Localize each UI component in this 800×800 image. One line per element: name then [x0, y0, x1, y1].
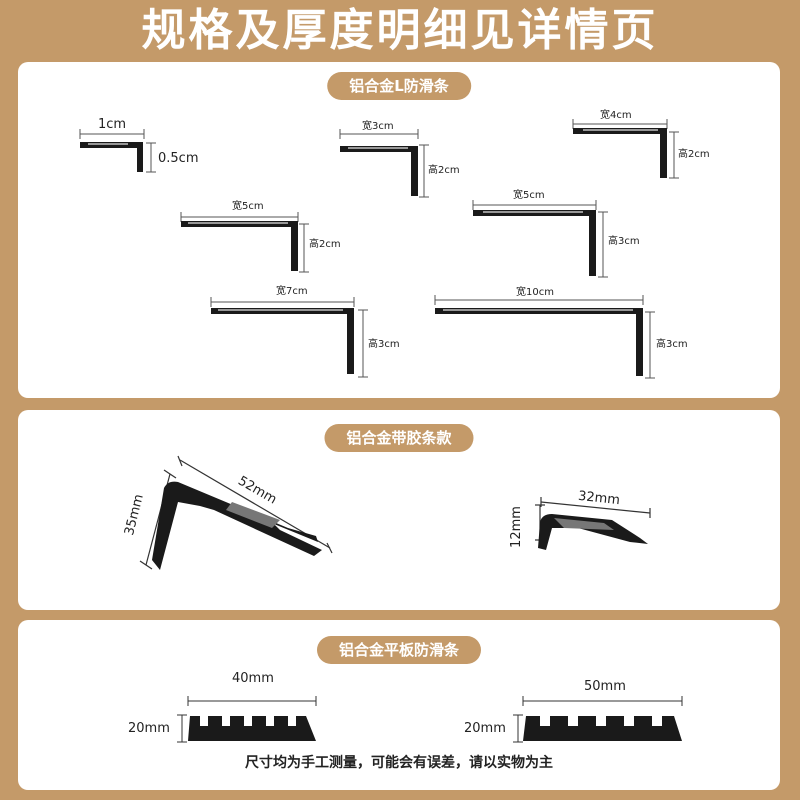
l5-width-label: 宽5cm	[513, 190, 545, 201]
rubber-strip-panel: 铝合金带胶条款 52mm 35mm 32mm 12mm	[18, 410, 780, 610]
l5-height-label: 高3cm	[608, 236, 640, 247]
l7-height-label: 高3cm	[656, 339, 688, 350]
l-strip-panel: 铝合金L防滑条	[18, 62, 780, 398]
l-strip-section-label: 铝合金L防滑条	[327, 72, 471, 100]
l7-width-label: 宽10cm	[516, 287, 554, 298]
l4-height-label: 高2cm	[309, 239, 341, 250]
rubber-strip-drawings	[139, 455, 651, 570]
l6-width-label: 宽7cm	[276, 286, 308, 297]
l-strip-drawings	[79, 119, 679, 379]
flat-strip-section-label: 铝合金平板防滑条	[316, 636, 482, 664]
l3-height-label: 高2cm	[678, 149, 710, 160]
flat-strip-drawings	[177, 696, 683, 743]
flat-profiles	[188, 716, 682, 741]
l3-width-label: 宽4cm	[600, 110, 632, 121]
rubber-profiles	[152, 481, 648, 570]
l-profiles	[80, 128, 667, 376]
measurement-note: 尺寸均为手工测量，可能会有误差，请以实物为主	[245, 755, 553, 771]
page-title: 规格及厚度明细见详情页	[141, 5, 659, 56]
f2-height-label: 20mm	[464, 721, 506, 736]
l2-width-label: 宽3cm	[362, 121, 394, 132]
rubber-strip-section-label: 铝合金带胶条款	[324, 424, 474, 452]
f1-height-label: 20mm	[128, 721, 170, 736]
l6-height-label: 高3cm	[368, 339, 400, 350]
l1-height-label: 0.5cm	[158, 151, 199, 166]
f1-width-label: 40mm	[232, 671, 274, 686]
l4-width-label: 宽5cm	[232, 201, 264, 212]
l1-width-label: 1cm	[98, 117, 127, 132]
r2-height-label: 12mm	[508, 506, 524, 548]
flat-strip-panel: 铝合金平板防滑条 40mm 20mm 50mm 20mm 尺寸均为手工测量，可能…	[18, 620, 780, 790]
l2-height-label: 高2cm	[428, 165, 460, 176]
f2-width-label: 50mm	[584, 679, 626, 694]
